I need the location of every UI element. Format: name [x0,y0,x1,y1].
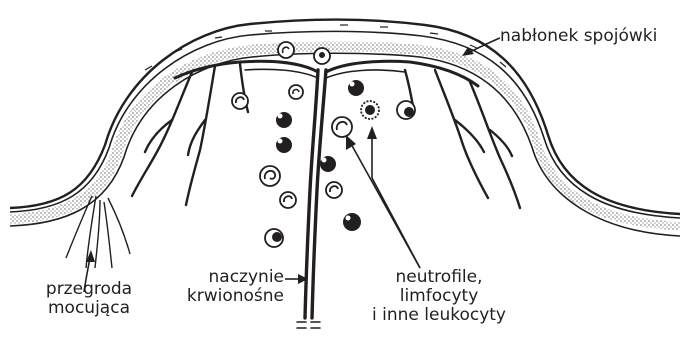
leukocyte-cells [232,42,415,247]
cell [280,192,296,208]
leukocytes-label: neutrofile, limfocyty i inne leukocyty [354,268,524,325]
cell [332,117,352,137]
septum-label: przegroda mocująca [14,280,164,318]
cell [289,85,303,99]
cell [260,166,280,186]
cell [265,229,283,247]
epithelium-label-text: nabłonek spojówki [500,27,657,46]
vessel-label: naczynie krwionośne [172,268,284,306]
cell [232,93,248,109]
leukocytes-label-line-2: limfocyty [354,287,524,306]
cell [276,137,292,153]
leukocytes-label-line-3: i inne leukocyty [354,306,524,325]
cell [397,101,415,119]
vessel-label-line-1: naczynie [172,268,284,287]
cell [276,112,292,128]
leukocytes-label-line-1: neutrofile, [354,268,524,287]
septum-label-line-1: przegroda [14,280,164,299]
cell [326,182,342,198]
vessel-label-line-2: krwionośne [172,287,284,306]
cell [348,80,364,96]
cell [361,101,379,119]
cell [278,42,294,58]
cell [314,48,330,64]
epithelium-label: nabłonek spojówki [500,27,657,46]
cell [343,213,361,231]
cell [320,156,336,172]
septum-label-line-2: mocująca [14,299,164,318]
